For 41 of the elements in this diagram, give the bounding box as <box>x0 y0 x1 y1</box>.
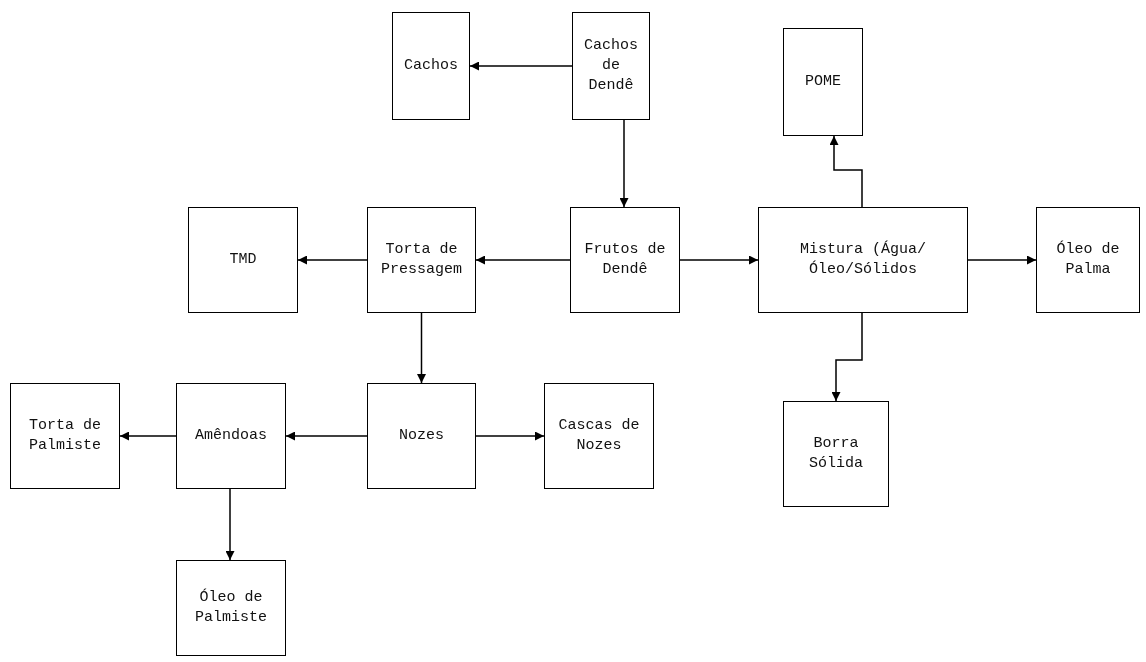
process-box <box>570 207 680 313</box>
node-label: Cascas de Nozes <box>557 415 641 456</box>
arrow <box>469 61 573 71</box>
arrow <box>285 431 368 441</box>
process-box <box>176 383 286 489</box>
process-box <box>367 207 476 313</box>
node-label: Óleo de Palma <box>1055 239 1121 280</box>
arrow <box>619 119 629 208</box>
arrow <box>475 431 545 441</box>
arrow <box>679 255 759 265</box>
arrow <box>831 312 863 402</box>
process-box <box>1036 207 1140 313</box>
node-label: Amêndoas <box>195 425 267 446</box>
node-label: TMD <box>229 249 257 270</box>
arrow <box>967 255 1037 265</box>
node-label: Mistura (Água/Óleo/Sólidos <box>799 239 927 280</box>
process-box <box>783 401 889 507</box>
process-box <box>572 12 650 120</box>
arrow <box>829 135 863 208</box>
arrow <box>119 431 177 441</box>
process-box <box>367 383 476 489</box>
node-label: Frutos de Dendê <box>583 239 667 280</box>
arrow <box>475 255 571 265</box>
node-label: Borra Sólida <box>808 433 864 474</box>
node-label: Cachos de Dendê <box>583 35 639 97</box>
arrow <box>225 488 235 561</box>
node-label: Torta de Palmiste <box>28 415 102 456</box>
node-label: Cachos <box>404 55 458 76</box>
node-label: Nozes <box>399 425 444 446</box>
process-box <box>758 207 968 313</box>
process-box <box>176 560 286 656</box>
node-label: Torta de Pressagem <box>380 239 463 280</box>
arrow <box>297 255 368 265</box>
node-label: Óleo de Palmiste <box>194 587 268 628</box>
process-box <box>544 383 654 489</box>
process-box <box>10 383 120 489</box>
node-label: POME <box>805 71 841 92</box>
arrow <box>417 312 426 384</box>
process-box <box>783 28 863 136</box>
process-box <box>188 207 298 313</box>
process-box <box>392 12 470 120</box>
